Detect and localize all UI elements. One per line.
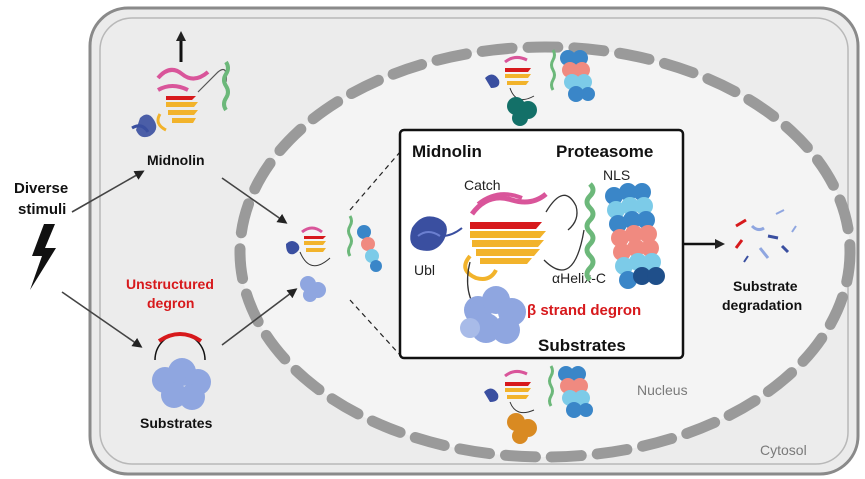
- inset-substrates-title: Substrates: [538, 336, 626, 355]
- diverse-stimuli-label-1: Diverse: [14, 180, 68, 197]
- zoom-line-bottom: [349, 299, 401, 356]
- nls-label: NLS: [603, 167, 630, 183]
- zoom-line-top: [349, 151, 401, 211]
- substrates-cytosol-label: Substrates: [140, 415, 213, 431]
- midnolin-cytosol-label: Midnolin: [147, 152, 205, 168]
- nucleus-label: Nucleus: [637, 382, 688, 398]
- unstructured-degron-label-2: degron: [147, 295, 194, 311]
- arrow-substrates-into-nucleus: [221, 288, 298, 346]
- cytosol-label: Cytosol: [760, 442, 807, 458]
- substrate-degradation-label-2: degradation: [722, 297, 802, 313]
- degraded-substrate-fragments: [734, 209, 797, 263]
- arrow-midnolin-into-nucleus: [221, 177, 288, 224]
- ubl-label: Ubl: [414, 262, 435, 278]
- midnolin-proteasome-complex-top: [485, 49, 595, 126]
- inset-midnolin-title: Midnolin: [412, 142, 482, 161]
- arrow-stimuli-to-substrates: [61, 291, 143, 348]
- helix-c-nls: [584, 182, 596, 282]
- inset-substrate: [460, 286, 526, 344]
- unstructured-degron-label-1: Unstructured: [126, 276, 214, 292]
- lightning-bolt-icon: [30, 224, 56, 290]
- diverse-stimuli-label-2: stimuli: [18, 201, 66, 218]
- arrow-stimuli-to-midnolin: [71, 170, 145, 213]
- alpha-helix-c-label: αHelix-C: [552, 270, 606, 286]
- proteasome-structure: [605, 183, 665, 289]
- midnolin-proteasome-complex-bottom: [484, 365, 593, 444]
- ubl-domain: [410, 216, 463, 251]
- substrate-with-degron-cytosol: [152, 332, 211, 410]
- catch-label: Catch: [464, 177, 501, 193]
- midnolin-structure-cytosol: [131, 31, 230, 138]
- beta-strand-degron-label: β strand degron: [527, 302, 641, 319]
- inset-proteasome-title: Proteasome: [556, 142, 653, 161]
- substrate-degradation-label-1: Substrate: [733, 278, 798, 294]
- catch-domain: [463, 192, 585, 315]
- midnolin-substrate-complex-small: [286, 215, 382, 302]
